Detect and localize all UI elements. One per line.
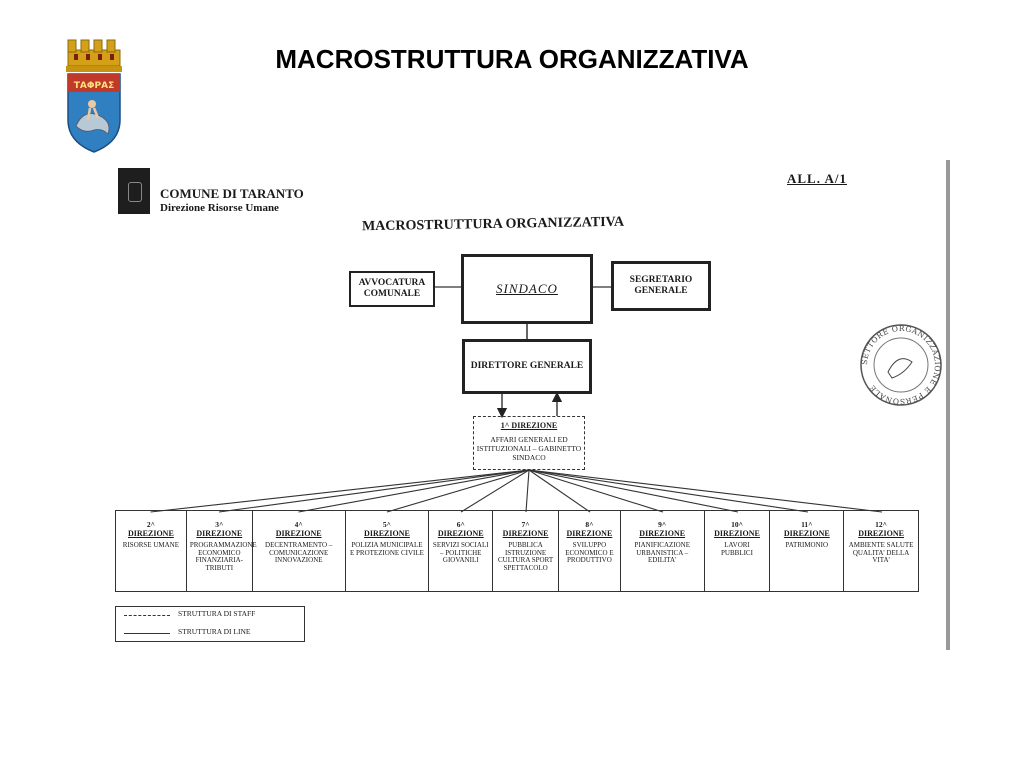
svg-text:ΤΑΦΡΑΣ: ΤΑΦΡΑΣ [74,81,114,91]
direzione-cell: 5^DIREZIONE POLIZIA MUNICIPALE E PROTEZIO… [346,511,430,591]
legend-line-label: STRUTTURA DI LINE [178,627,251,636]
fan-lines [150,469,883,513]
direzione-cell: 8^DIREZIONE SVILUPPO ECONOMICO E PRODUTTI… [559,511,621,591]
segretario-box: SEGRETARIO GENERALE [611,261,711,311]
direzione-number: 9^ [658,520,667,529]
direzione-description: PIANIFICAZIONE URBANISTICA – EDILITA' [634,540,690,565]
direzione-number: 5^ [382,520,391,529]
direzione-cell: 7^DIREZIONE PUBBLICA ISTRUZIONE CULTURA S… [493,511,559,591]
fan-line [150,469,530,513]
direzione-description: POLIZIA MUNICIPALE E PROTEZIONE CIVILE [350,540,424,557]
fan-line [525,469,530,513]
direzione-description: PUBBLICA ISTRUZIONE CULTURA SPORT SPETTA… [497,540,554,573]
direzione-label: DIREZIONE [502,528,549,538]
direzione-description: AMBIENTE SALUTE QUALITA' DELLA VITA' [848,540,914,565]
legend-dashed-line [124,615,170,616]
sindaco-label: SINDACO [496,280,558,296]
direzione-label: DIREZIONE [437,528,484,538]
direzione-number: 3^ [215,520,224,529]
direttore-label: DIRETTORE GENERALE [470,361,584,372]
direzione-label: DIREZIONE [566,528,613,538]
direzione-number: 2^ [146,520,155,529]
direzione-cell: 9^DIREZIONE PIANIFICAZIONE URBANISTICA – … [621,511,705,591]
fan-line [460,469,530,513]
direttore-box: DIRETTORE GENERALE [462,339,592,394]
direzione-cell: 10^DIREZIONE LAVORI PUBBLICI [705,511,771,591]
fan-line [528,469,739,513]
segretario-label: SEGRETARIO GENERALE [629,275,693,296]
department-name: Direzione Risorse Umane [160,202,279,214]
direzione-label: DIREZIONE [128,528,174,538]
staff-direzione-box: 1^ DIREZIONE AFFARI GENERALI ED ISTITUZI… [473,416,585,470]
slide-title: MACROSTRUTTURA ORGANIZZATIVA [275,44,749,74]
direzione-cell: 11^DIREZIONE PATRIMONIO [770,511,845,591]
fan-line [298,469,530,513]
avvocatura-box: AVVOCATURA COMUNALE [349,271,435,307]
fan-line [528,469,809,513]
direzione-cell: 4^DIREZIONE DECENTRAMENTO – COMUNICAZIONE… [253,511,346,591]
comune-name: COMUNE DI TARANTO [160,186,304,201]
legend: STRUTTURA DI STAFF STRUTTURA DI LINE [115,606,305,642]
direzione-cell: 12^DIREZIONE AMBIENTE SALUTE QUALITA' DEL… [844,511,918,591]
direzione-label: DIREZIONE [364,528,410,538]
attachment-label: ALL. A/1 [787,171,848,186]
direzione-cell: 2^DIREZIONE RISORSE UMANE [116,511,187,591]
direzione-label: DIREZIONE [714,528,760,538]
fan-line [386,469,530,513]
direzione-number: 10^ [731,520,743,529]
direzione-label: DIREZIONE [783,528,830,538]
taranto-crest-icon: ΤΑΦΡΑΣ [66,39,122,153]
direzione-number: 12^ [875,520,888,529]
direzione-label: DIREZIONE [639,528,686,538]
legend-staff-label: STRUTTURA DI STAFF [178,609,256,618]
scan-edge [946,160,950,650]
direzione-cell: 3^DIREZIONE PROGRAMMAZIONE ECONOMICO FINA… [187,511,257,591]
comune-emblem-icon [118,168,150,214]
direzione-description: PATRIMONIO [785,540,829,549]
direzione-description: RISORSE UMANE [122,540,179,549]
direzione-description: DECENTRAMENTO – COMUNICAZIONE INNOVAZION… [265,540,333,565]
fan-line [528,469,591,513]
direzione-cell: 6^DIREZIONE SERVIZI SOCIALI – POLITICHE G… [429,511,494,591]
direzione-description: LAVORI PUBBLICI [721,540,753,557]
direzione-number: 7^ [521,520,530,529]
legend-solid-line [124,633,170,634]
staff-title: 1^ DIREZIONE [500,421,558,430]
direzione-label: DIREZIONE [196,528,243,538]
direzione-label: DIREZIONE [858,528,904,538]
direzione-label: DIREZIONE [275,528,322,538]
direzione-number: 4^ [294,520,303,529]
direzione-description: SVILUPPO ECONOMICO E PRODUTTIVO [565,540,614,565]
staff-desc: AFFARI GENERALI ED ISTITUZIONALI – GABIN… [476,434,582,462]
fan-line [528,469,883,513]
office-stamp-icon: SETTORE ORGANIZZAZIONE E PERSONALE [860,324,942,406]
fan-line [528,469,664,513]
avvocatura-label: AVVOCATURA COMUNALE [358,278,426,299]
direzione-description: PROGRAMMAZIONE ECONOMICO FINANZIARIA-TRI… [189,540,257,573]
sindaco-box: SINDACO [461,254,593,324]
direzione-number: 6^ [456,520,465,529]
fan-line [218,469,530,513]
direzione-description: SERVIZI SOCIALI – POLITICHE GIOVANILI [432,540,489,565]
direzione-number: 11^ [801,520,813,529]
direzione-number: 8^ [585,520,594,529]
